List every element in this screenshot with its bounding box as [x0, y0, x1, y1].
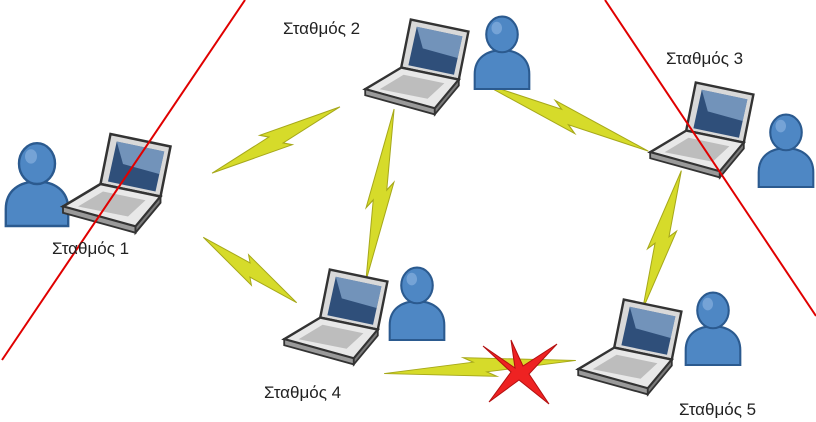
station-2: [364, 15, 531, 116]
laptop-icon: [364, 18, 470, 116]
station-1-label: Σταθμός 1: [52, 239, 130, 258]
red-x-icon: [482, 339, 558, 405]
overlay-line-right: [604, 0, 816, 317]
link-3-5: [632, 166, 692, 314]
station-2-label: Σταθμός 2: [283, 19, 361, 38]
laptop-icon: [649, 81, 755, 179]
station-3: [649, 81, 815, 189]
user-icon: [388, 266, 446, 342]
overlay-line-left: [1, 0, 246, 361]
laptop-icon: [577, 298, 683, 396]
user-icon: [684, 291, 742, 367]
overlay-lines: [1, 0, 816, 361]
station-3-label: Σταθμός 3: [666, 49, 744, 68]
station-5-label: Σταθμός 5: [679, 400, 757, 419]
station-5: [577, 291, 742, 396]
station-1: [4, 132, 172, 234]
station-4-label: Σταθμός 4: [264, 383, 342, 402]
user-icon: [4, 141, 70, 228]
laptop-icon: [61, 132, 172, 234]
link-1-4: [195, 228, 305, 312]
user-icon: [757, 113, 815, 189]
link-2-4: [355, 106, 405, 284]
laptop-icon: [283, 268, 389, 366]
user-icon: [473, 15, 531, 91]
station-4: [283, 266, 446, 366]
link-1-2: [206, 94, 346, 186]
